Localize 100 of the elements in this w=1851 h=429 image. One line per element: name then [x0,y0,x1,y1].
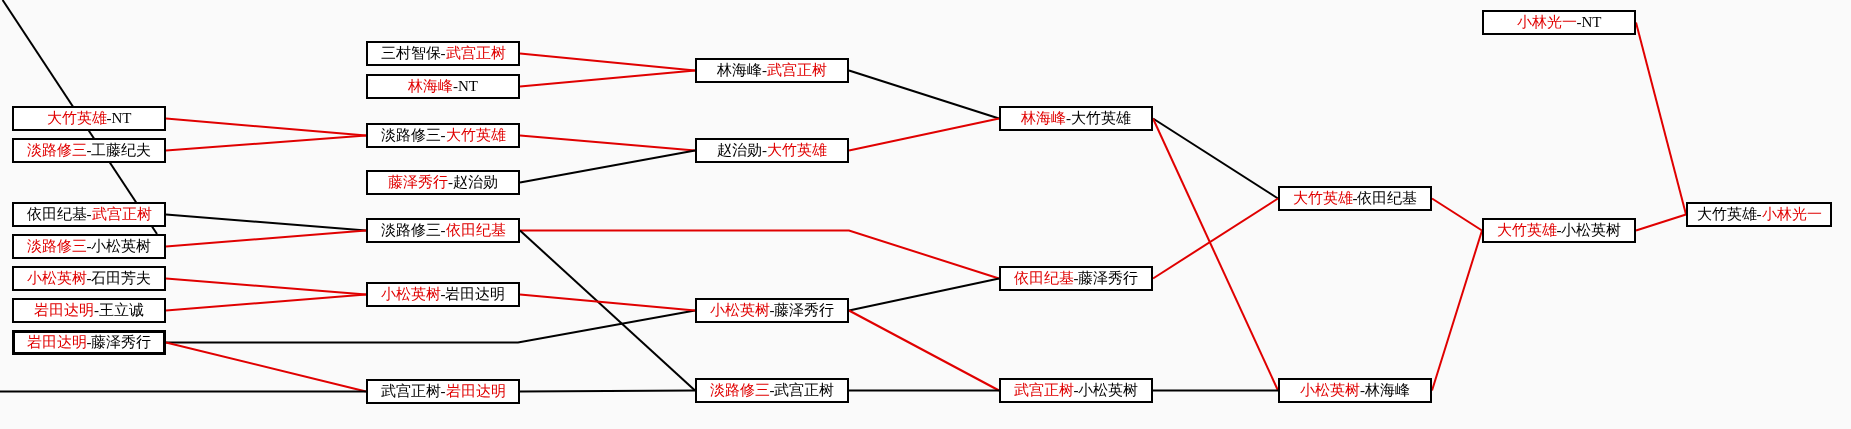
connector-line [519,389,696,393]
player-name: 大竹英雄 [445,127,506,144]
connector-line [1152,197,1279,280]
match-box [12,298,166,323]
player-name: 淡路修三- [380,127,446,144]
player-name: 小松英树 [1300,382,1360,399]
player-name: -王立诚 [94,302,144,319]
player-name: 小松英树 [380,286,441,303]
connector-line [519,149,696,184]
match-box [12,138,166,163]
match-box [12,234,166,259]
connector-line [165,277,367,296]
player-name: -藤泽秀行 [1073,270,1139,287]
player-name: 小林光一 [1516,14,1577,31]
player-name: 武宫正树 [767,62,827,79]
connector-line [165,341,367,393]
player-name: 大竹英雄 [767,142,827,159]
connector-line [165,134,367,152]
connector-line [519,134,696,152]
player-name: 武宫正树- [380,383,446,400]
player-name: 小林光一 [1761,206,1822,223]
connector-line [848,69,1000,120]
player-name: -赵治勋 [448,174,498,191]
match-box [999,106,1153,131]
match-box [366,282,520,307]
player-name: 岩田达明 [26,334,87,351]
player-name: -岩田达明 [440,286,506,303]
player-name: 大竹英雄 [1496,222,1557,239]
player-name: -石田芳夫 [86,270,152,287]
connector-line [519,229,696,392]
player-name: -小松英树 [1073,382,1139,399]
player-name: -NT [106,110,132,127]
player-name: 岩田达明 [445,383,506,400]
match-box [1686,202,1832,227]
match-box [366,74,520,99]
player-name: 武宫正树 [1013,382,1074,399]
player-name: 淡路修三 [26,238,87,255]
player-name: -藤泽秀行 [86,334,152,351]
player-name: 小松英树 [26,270,87,287]
player-name: 藤泽秀行 [388,174,448,191]
match-box [12,202,166,227]
connector-line [165,213,367,232]
player-name: 大竹英雄 [1292,190,1353,207]
player-name: 依田纪基 [1013,270,1074,287]
connector-line [848,389,1000,392]
player-name: -藤泽秀行 [769,302,835,319]
connector-line [519,293,696,312]
match-box [12,330,166,355]
player-name: 淡路修三- [380,222,446,239]
player-name: 依田纪基 [445,222,506,239]
player-name: -小松英树 [86,238,152,255]
player-name: 淡路修三 [709,382,770,399]
player-name: 武宫正树 [91,206,152,223]
player-name: 依田纪基- [26,206,92,223]
match-box [1278,186,1432,211]
player-name: -NT [453,78,478,95]
player-name: -林海峰 [1360,382,1410,399]
match-box [366,170,520,195]
player-name: -武宫正树 [769,382,835,399]
match-box [695,298,849,323]
player-name: 大竹英雄 [46,110,107,127]
player-name: 林海峰- [717,62,767,79]
connector-line [0,390,367,393]
player-name: 赵治勋- [717,142,767,159]
player-name: 淡路修三 [26,142,87,159]
match-box [999,266,1153,291]
player-name: -工藤纪夫 [86,142,152,159]
connector-line [519,229,1000,280]
player-name: 林海峰 [408,78,453,95]
connector-line [1152,117,1279,200]
connector-line [848,309,1000,392]
player-name: 三村智保- [380,45,446,62]
match-box [366,218,520,243]
player-name: 武宫正树 [445,45,506,62]
connector-line [165,293,367,312]
player-name: -小松英树 [1556,222,1622,239]
match-box [366,41,520,66]
connector-line [1152,117,1279,392]
player-name: 小松英树 [709,302,770,319]
match-box [695,58,849,83]
match-box [1278,378,1432,403]
match-box [695,138,849,163]
connector-line [1152,389,1279,392]
connector-line [848,277,1000,312]
match-box [999,378,1153,403]
connector-line [519,69,696,88]
player-name: 林海峰 [1021,110,1066,127]
player-name: 岩田达明 [34,302,94,319]
match-box [12,266,166,291]
player-name: -NT [1576,14,1602,31]
connector-line [165,229,367,248]
connector-line [519,52,696,72]
connector-line [1635,213,1687,232]
match-box [366,379,520,404]
player-name: 大竹英雄- [1696,206,1762,223]
match-box [366,123,520,148]
connector-line [1431,197,1483,232]
connector-line [165,117,367,137]
player-name: -大竹英雄 [1066,110,1131,127]
connector-line [848,117,1000,152]
